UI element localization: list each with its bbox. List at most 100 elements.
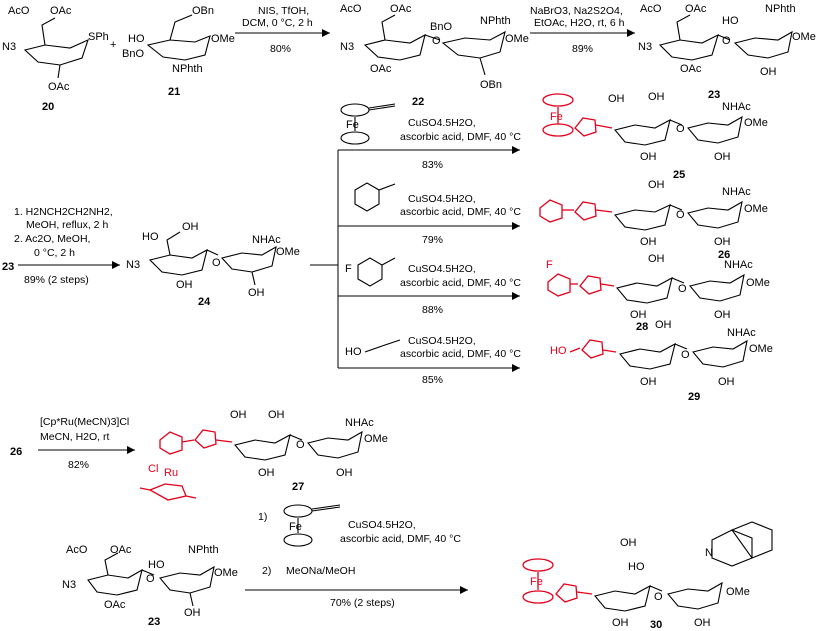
compound-number: 20 — [42, 101, 54, 113]
svg-text:NHAc: NHAc — [722, 101, 751, 113]
product-28: F OH O NHAc OMe OH OH 28 — [546, 253, 770, 333]
svg-text:OAc: OAc — [680, 63, 702, 75]
svg-text:OAc: OAc — [390, 3, 412, 15]
svg-text:F: F — [546, 259, 553, 271]
svg-text:OH: OH — [230, 409, 247, 421]
svg-text:27: 27 — [292, 481, 304, 493]
svg-text:OMe: OMe — [276, 246, 300, 258]
reaction-arrow-3: 1. H2NCH2CH2NH2, MeOH, reflux, 2 h 2. Ac… — [14, 206, 120, 286]
svg-text:OMe: OMe — [211, 33, 235, 45]
svg-text:O: O — [676, 209, 685, 221]
svg-text:OH: OH — [248, 287, 265, 299]
svg-text:88%: 88% — [422, 304, 443, 316]
reaction-arrow-2: NaBrO3, Na2S2O4, EtOAc, H2O, rt, 6 h 89% — [530, 5, 635, 55]
plus-sign: + — [110, 39, 116, 51]
svg-text:HO: HO — [148, 559, 165, 571]
compound-21: OBn HO BnO OMe NPhth 21 — [122, 5, 235, 98]
product-30: Fe N HO OH O OMe OH OH 30 — [522, 521, 773, 631]
svg-text:OH: OH — [184, 607, 201, 619]
compound-number: 21 — [168, 86, 180, 98]
svg-text:O: O — [296, 439, 305, 451]
branch-propargyl: HO CuSO4.5H2O, ascorbic acid, DMF, 40 °C… — [338, 335, 521, 386]
svg-text:OH: OH — [176, 279, 193, 291]
svg-text:OH: OH — [760, 66, 777, 78]
svg-text:NHAc: NHAc — [727, 327, 756, 339]
svg-text:N3: N3 — [2, 41, 16, 53]
svg-text:OMe: OMe — [214, 567, 238, 579]
svg-text:Fe: Fe — [550, 111, 563, 123]
svg-text:OH: OH — [640, 151, 657, 163]
svg-text:2. Ac2O, MeOH,: 2. Ac2O, MeOH, — [14, 233, 90, 245]
svg-text:HO: HO — [345, 346, 362, 358]
compound-number: 24 — [198, 296, 211, 308]
svg-text:CuSO4.5H2O,: CuSO4.5H2O, — [348, 519, 416, 531]
svg-text:OH: OH — [714, 236, 731, 248]
compound-number: 22 — [412, 96, 424, 108]
svg-text:89%: 89% — [572, 43, 593, 55]
svg-text:Fe: Fe — [289, 521, 302, 533]
svg-text:O: O — [676, 123, 685, 135]
svg-text:OAc: OAc — [370, 63, 392, 75]
svg-text:N3: N3 — [126, 259, 140, 271]
svg-text:[Cp*Ru(MeCN)3]Cl: [Cp*Ru(MeCN)3]Cl — [40, 416, 129, 428]
svg-text:OH: OH — [694, 617, 711, 629]
svg-text:OH: OH — [608, 93, 625, 105]
svg-text:AcO: AcO — [8, 5, 30, 17]
product-26: OH O NHAc OMe OH OH 26 — [539, 179, 768, 261]
svg-text:HO: HO — [142, 231, 159, 243]
svg-text:CuSO4.5H2O,: CuSO4.5H2O, — [408, 193, 476, 205]
compound-number: 23 — [708, 89, 720, 101]
svg-text:OMe: OMe — [746, 277, 770, 289]
svg-text:CuSO4.5H2O,: CuSO4.5H2O, — [408, 335, 476, 347]
svg-text:OH: OH — [648, 253, 665, 265]
svg-text:N3: N3 — [638, 41, 652, 53]
compound-22: AcO OAc N3 O BnO NPhth OMe OAc OBn 22 — [340, 3, 529, 108]
svg-text:AcO: AcO — [340, 3, 362, 15]
svg-text:29: 29 — [688, 391, 700, 403]
svg-text:NIS, TfOH,: NIS, TfOH, — [258, 5, 309, 17]
svg-text:80%: 80% — [270, 43, 291, 55]
svg-text:OMe: OMe — [792, 31, 816, 43]
svg-text:28: 28 — [636, 321, 648, 333]
svg-text:OH: OH — [718, 376, 735, 388]
svg-text:83%: 83% — [422, 159, 443, 171]
svg-text:79%: 79% — [422, 234, 443, 246]
svg-text:OH: OH — [714, 151, 731, 163]
svg-text:26: 26 — [718, 249, 730, 261]
svg-text:F: F — [345, 263, 352, 275]
compound-23-bottom: AcO OAc N3 O HO NPhth OMe OAc OH 23 — [62, 544, 238, 628]
svg-text:NPhth: NPhth — [765, 3, 796, 15]
svg-text:OAc: OAc — [110, 544, 132, 556]
svg-text:OH: OH — [630, 309, 647, 321]
svg-text:Ru: Ru — [164, 467, 178, 479]
svg-text:0 °C, 2 h: 0 °C, 2 h — [34, 247, 75, 259]
svg-text:AcO: AcO — [66, 544, 88, 556]
svg-text:O: O — [722, 35, 731, 47]
svg-text:OMe: OMe — [744, 203, 768, 215]
svg-text:ascorbic acid, DMF, 40 °C: ascorbic acid, DMF, 40 °C — [340, 533, 461, 545]
svg-text:ascorbic acid, DMF, 40 °C: ascorbic acid, DMF, 40 °C — [400, 348, 521, 360]
svg-text:EtOAc, H2O, rt, 6 h: EtOAc, H2O, rt, 6 h — [534, 17, 625, 29]
svg-text:85%: 85% — [422, 374, 443, 386]
svg-text:O: O — [678, 283, 687, 295]
compound-number: 23 — [2, 261, 14, 273]
svg-text:HO: HO — [128, 33, 145, 45]
svg-text:HO: HO — [722, 15, 739, 27]
svg-text:CuSO4.5H2O,: CuSO4.5H2O, — [408, 263, 476, 275]
svg-text:OH: OH — [648, 91, 665, 103]
svg-text:OAc: OAc — [48, 81, 70, 93]
svg-text:O: O — [146, 573, 155, 585]
svg-text:1): 1) — [258, 511, 267, 523]
compound-24: HO OH N3 O NHAc OMe OH OH 24 — [126, 221, 300, 308]
svg-text:OH: OH — [648, 179, 665, 191]
svg-text:OH: OH — [268, 409, 285, 421]
svg-text:NaBrO3, Na2S2O4,: NaBrO3, Na2S2O4, — [530, 5, 623, 17]
svg-text:N: N — [705, 547, 713, 559]
svg-text:70% (2 steps): 70% (2 steps) — [330, 597, 395, 609]
branch-ferrocene: Fe CuSO4.5H2O, ascorbic acid, DMF, 40 °C… — [338, 103, 521, 171]
svg-text:OH: OH — [620, 537, 637, 549]
svg-text:OH: OH — [336, 467, 353, 479]
svg-text:O: O — [681, 349, 690, 361]
svg-text:OH: OH — [182, 221, 199, 233]
svg-text:NHAc: NHAc — [724, 259, 753, 271]
